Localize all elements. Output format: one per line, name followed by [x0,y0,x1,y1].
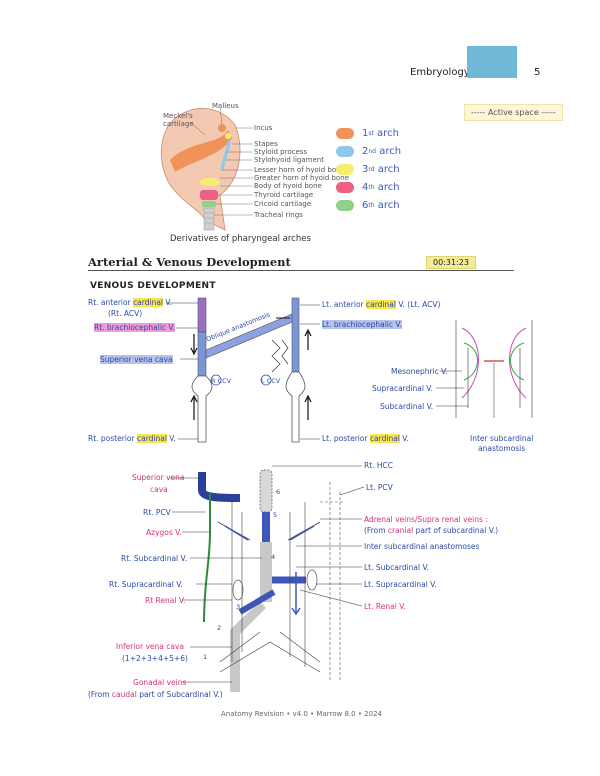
label-rt-pcv: Rt. PCV [143,508,171,517]
pharyngeal-arches-illustration [160,107,253,231]
label-lt-anterior-cardinal: Lt. anterior cardinal V. (Lt. ACV) [322,300,441,309]
label-incus: Incus [254,124,273,132]
label-ivc-segments: (1+2+3+4+5+6) [122,654,188,663]
label-adrenal-origin: (From cranial part of subcardinal V.) [364,526,499,535]
cardinal-veins-diagram [190,297,312,443]
label-rt-acv: (Rt. ACV) [108,309,143,318]
page-number: 5 [534,67,541,78]
label-azygos: Azygos V. [146,528,182,537]
segment-number-1: 1 [203,653,208,661]
label-subcardinal: Subcardinal V. [380,402,434,411]
venous-heading: VENOUS DEVELOPMENT [90,281,216,291]
arches-caption: Derivatives of pharyngeal arches [170,234,311,244]
label-gonadal-veins: Gonadal veins [133,678,187,687]
chapter-title: Embryology [410,67,470,78]
section-title: Arterial & Venous Development [88,255,291,269]
subcardinal-system-diagram [455,320,533,418]
label-stapes: Stapes [254,140,278,148]
label-tracheal-rings: Tracheal rings [254,211,303,219]
label-rt-renal: Rt Renal V. [145,596,186,605]
segment-number-2: 2 [217,624,222,632]
label-meckels-cartilage: Meckel's cartilage [163,112,194,128]
label-rt-subcardinal: Rt. Subcardinal V. [121,554,188,563]
legend-swatch-blue [336,145,354,157]
footer-note: Anatomy Revision • v4.0 • Marrow 8.0 • 2… [221,710,382,718]
label-stylohyoid-ligament: Stylohyoid ligament [254,156,324,164]
label-lt-pcv: Lt. PCV [366,483,393,492]
label-thyroid-cartilage: Thyroid cartilage [254,191,314,199]
label-gonadal-origin: (From caudal part of Subcardinal V.) [88,690,223,699]
label-rt-hcc: Rt. HCC [364,461,394,470]
label-superior-vena-cava: Superior vena cava [100,355,173,364]
label-lt-subcardinal: Lt. Subcardinal V. [364,563,430,572]
label-rt-anterior-cardinal: Rt. anterior cardinal V. [88,298,172,307]
label-inter-subcardinal-1: Inter subcardinal [470,434,534,443]
segment-number-5: 5 [273,511,278,519]
ivc-development-diagram [198,469,345,692]
label-supracardinal: Supracardinal V. [372,384,433,393]
segment-number-6: 6 [276,488,281,496]
label-lt-renal: Lt. Renal V. [364,602,406,611]
label-lccv: L CCV [261,377,281,385]
label-ivc-svc-2: cava [150,485,168,494]
label-greater-horn-hyoid: Greater horn of hyoid bone [254,174,349,182]
active-space-note: ----- Active space ----- [464,104,563,121]
label-rt-supracardinal: Rt. Supracardinal V. [109,580,183,589]
video-timestamp[interactable]: 00:31:23 [426,256,476,269]
segment-number-3: 3 [236,603,241,611]
label-inter-subcardinal-2: anastomosis [478,444,526,453]
label-cricoid-cartilage: Cricoid cartilage [254,200,312,208]
label-rt-posterior-cardinal: Rt. posterior cardinal V. [88,434,176,443]
label-rt-brachiocephalic: Rt. brachiocephalic V. [94,323,175,332]
label-lt-supracardinal: Lt. Supracardinal V. [364,580,437,589]
legend-swatch-green [336,199,354,211]
label-malleus: Malleus [212,102,239,110]
label-lt-brachiocephalic: Lt. brachiocephalic V. [322,320,402,329]
segment-number-4: 4 [271,553,276,561]
section-divider [88,270,514,271]
label-lesser-horn-hyoid: Lesser horn of hyoid bone [254,166,345,174]
label-mesonephric: Mesonephric V. [391,367,448,376]
label-inferior-vena-cava: Inferior vena cava [116,642,184,651]
label-adrenal-veins: Adrenal veins/Supra renal veins : [364,515,488,524]
chapter-tab-block [467,46,517,78]
label-body-hyoid: Body of hyoid bone [254,182,322,190]
legend-swatch-pink [336,181,354,193]
legend-swatch-yellow [336,163,354,175]
label-styloid-process: Styloid process [254,148,308,156]
legend-swatch-orange [336,127,354,139]
label-inter-subcardinal-anastomoses: Inter subcardinal anastomoses [364,542,480,551]
label-rccv: R CCV [211,377,232,385]
label-ivc-svc-1: Superior vena [132,473,185,482]
label-lt-posterior-cardinal: Lt. posterior cardinal V. [322,434,409,443]
